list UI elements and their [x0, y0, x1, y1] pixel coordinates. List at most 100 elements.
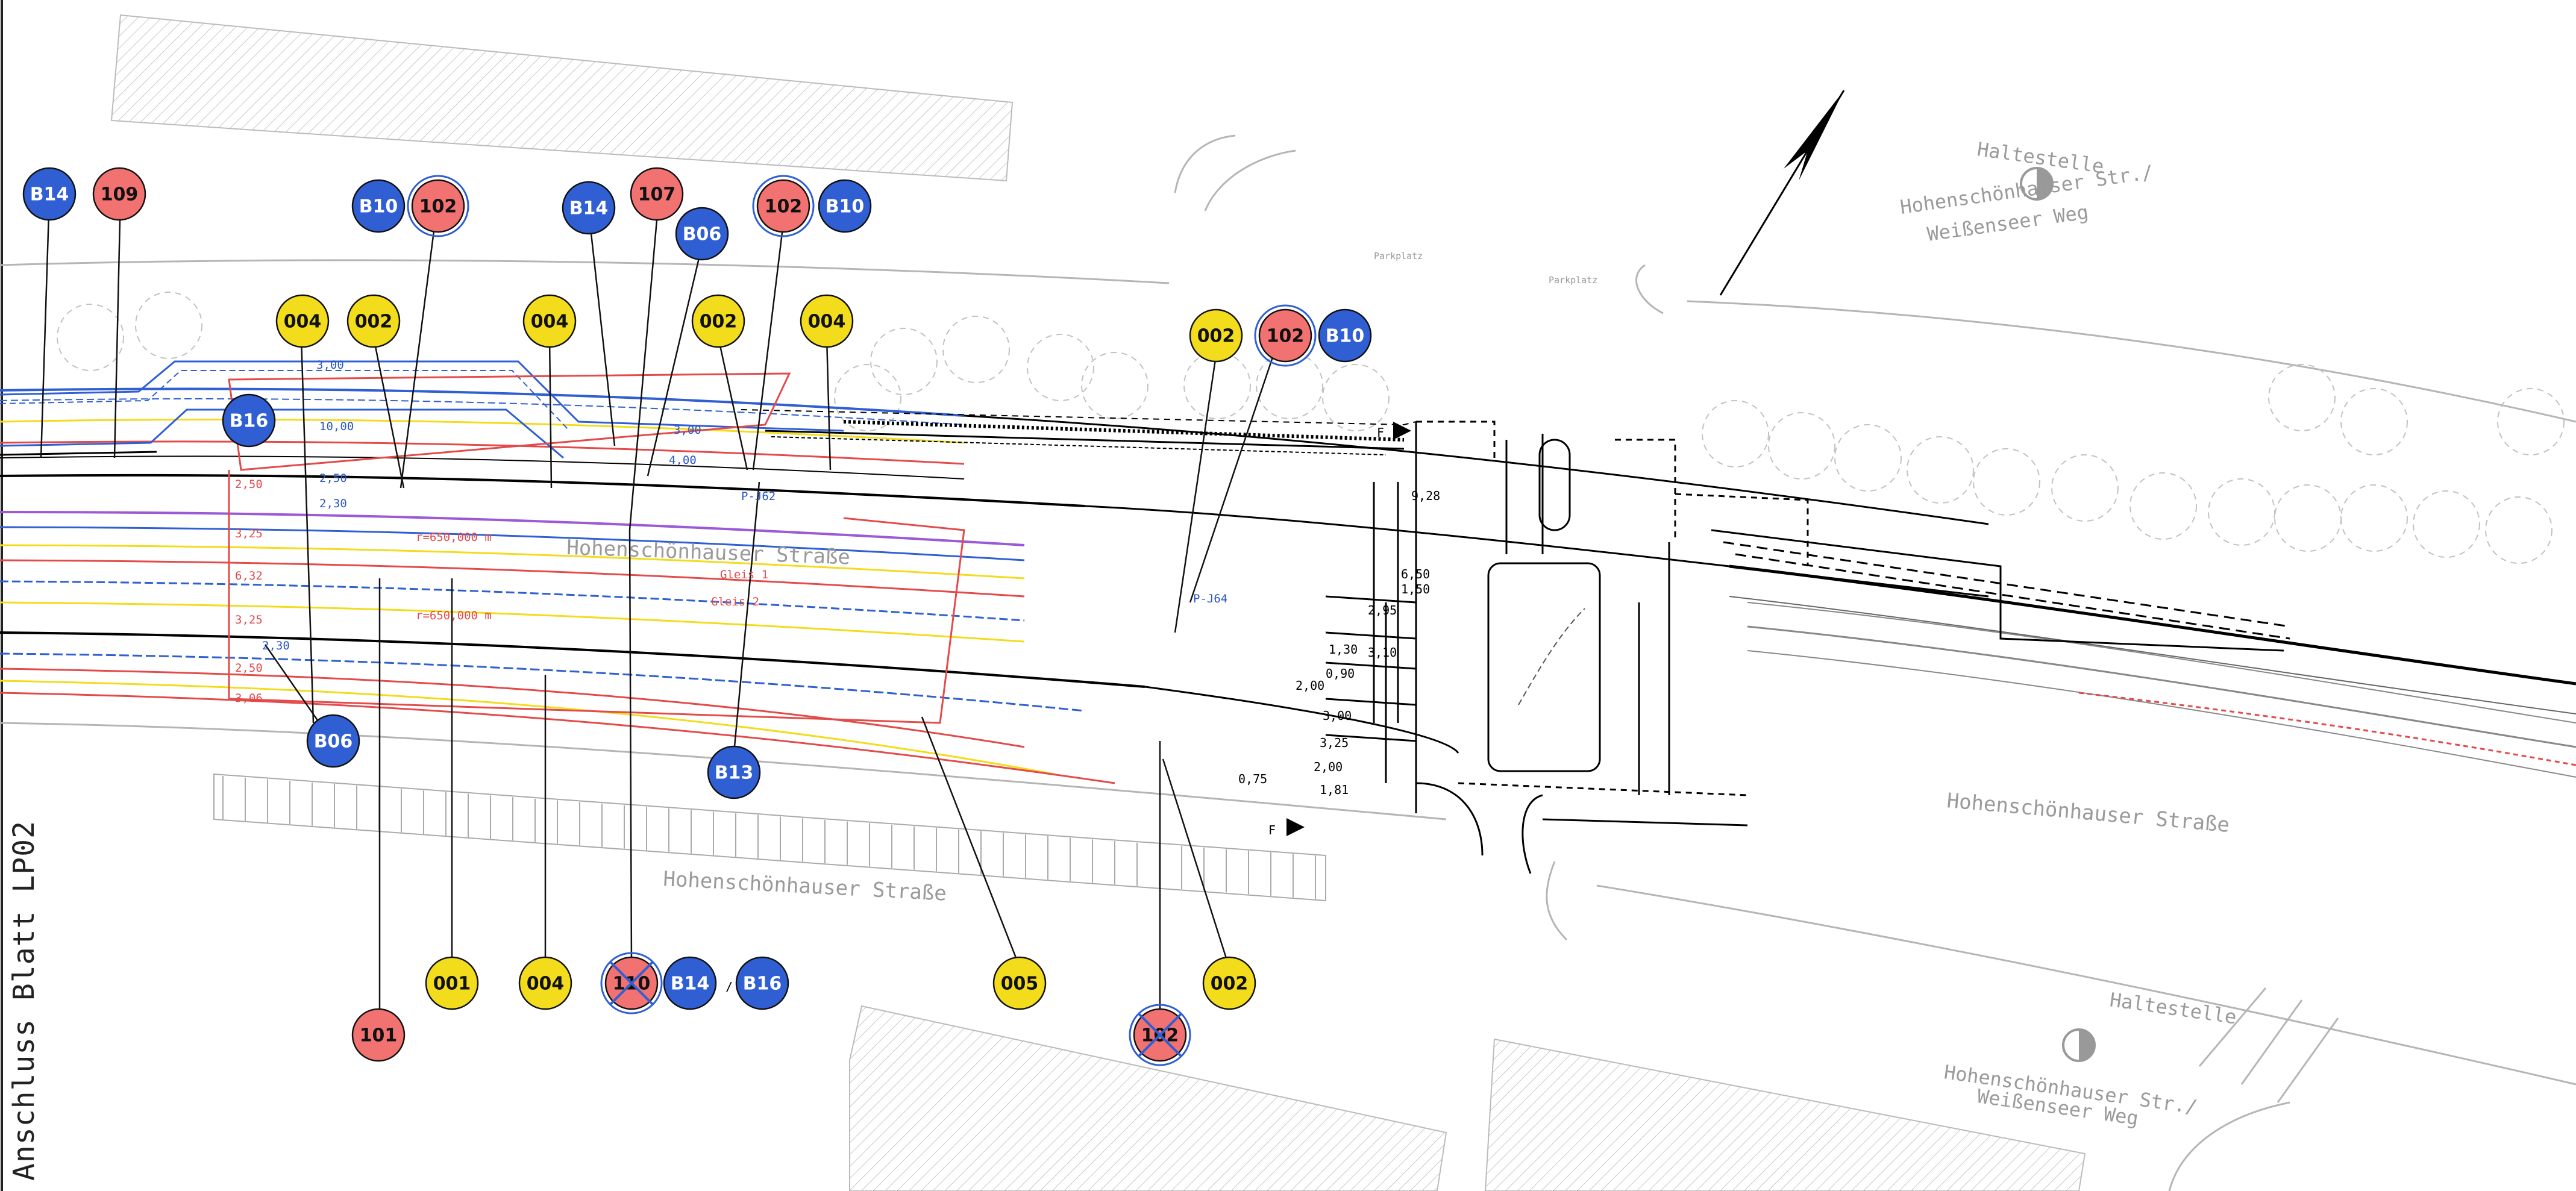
callout-marker-101: 101 — [351, 1008, 406, 1062]
dim-black-4: 1,50 — [1401, 582, 1430, 596]
point-label-1: P-J62 — [741, 490, 776, 503]
dim-black-10: 3,25 — [1320, 736, 1349, 750]
background-buildings — [110, 14, 2086, 1191]
marker-separator: / — [725, 980, 733, 994]
callout-marker-label: 005 — [1001, 974, 1039, 995]
callout-marker-label: B14 — [30, 184, 69, 205]
tree-outline — [57, 304, 124, 371]
callout-marker-004: 004 — [522, 294, 577, 348]
callout-marker-107: 107 — [630, 167, 684, 221]
callout-marker-label: 004 — [808, 311, 846, 333]
building-top-left — [110, 14, 1014, 182]
tree-outline — [1027, 334, 1094, 401]
dim-blue-7: 2,30 — [262, 639, 290, 652]
dim-black-13: 1,81 — [1320, 783, 1349, 797]
dim-blue-3: 2,50 — [319, 472, 347, 485]
street-label-bottom-left: Hohenschönhauser Straße — [663, 867, 947, 906]
callout-marker-label: 102 — [1267, 326, 1305, 347]
callout-marker-b16: B16 — [735, 956, 789, 1010]
dim-blue-5: 3,00 — [674, 424, 701, 437]
tree-outline — [2340, 388, 2408, 455]
callout-marker-102: 102 — [752, 175, 815, 237]
stop-bottom-icon — [2062, 1028, 2096, 1062]
tree-outline — [2413, 490, 2480, 558]
callout-marker-label: 002 — [1211, 974, 1249, 995]
tree-outline — [1834, 424, 1902, 492]
sheet-title: Anschluss Blatt LP02 — [7, 821, 41, 1181]
callout-marker-110-crossed: 110 — [600, 952, 663, 1014]
tree-outline — [1081, 352, 1149, 419]
callout-marker-b10: B10 — [351, 179, 406, 233]
tree-outline — [834, 364, 901, 431]
dim-black-11: 2,00 — [1314, 760, 1343, 774]
stop-top-icon — [2020, 167, 2054, 201]
dim-black-3: 2,95 — [1368, 603, 1397, 617]
tree-outline — [1256, 352, 1323, 419]
callout-marker-label: B10 — [359, 196, 398, 217]
callout-marker-001: 001 — [425, 956, 479, 1010]
stop-top: Haltestelle Hohenschönhauser Str./ Weiße… — [1899, 137, 2155, 246]
callout-marker-label: 102 — [765, 196, 803, 217]
intersection — [1325, 420, 2290, 874]
callout-marker-b14: B14 — [22, 167, 77, 221]
callout-marker-b06: B06 — [306, 714, 360, 768]
tree-outline — [2274, 484, 2342, 552]
dim-red-1: 2,50 — [235, 478, 263, 491]
callout-marker-label: 001 — [433, 974, 471, 995]
callout-marker-102: 102 — [407, 175, 469, 237]
gleis-label-2: Gleis 2 — [711, 595, 759, 608]
point-label-2: P-J64 — [1193, 592, 1227, 605]
callout-marker-label: B14 — [671, 974, 710, 995]
dim-black-2: 6,50 — [1401, 567, 1430, 581]
leader-lines — [40, 193, 1274, 1021]
dim-blue-4: 2,30 — [319, 497, 347, 510]
callout-marker-004: 004 — [518, 956, 572, 1010]
callout-marker-label: 002 — [1197, 326, 1235, 347]
tree-outline — [2497, 388, 2565, 455]
tree-outline — [1322, 364, 1390, 431]
parking-stalls — [213, 773, 1326, 902]
f-marker-bottom: F — [1268, 818, 1305, 837]
radius-label-1: r=650,000 m — [416, 531, 492, 544]
callout-marker-label: B16 — [743, 974, 782, 995]
gleis-label-1: Gleis 1 — [720, 568, 768, 581]
tree-outline — [1907, 436, 1974, 504]
callout-marker-002: 002 — [1189, 308, 1243, 363]
tree-outline — [1768, 412, 1835, 480]
parking-label-1: Parkplatz — [1374, 251, 1423, 261]
callout-marker-b06: B06 — [675, 207, 729, 261]
dim-black-7: 0,90 — [1326, 666, 1355, 681]
f-marker-top: F — [1377, 422, 1411, 440]
callout-marker-b10: B10 — [1318, 308, 1372, 363]
callout-marker-label: 102 — [419, 196, 457, 217]
street-label-bottom-right: Hohenschönhauser Straße — [1946, 789, 2231, 837]
dim-black-8: 2,00 — [1296, 678, 1324, 693]
tree-outline — [135, 292, 202, 359]
street-label-top: Hohenschönhauser Straße — [566, 536, 851, 569]
callout-marker-label: B16 — [230, 411, 269, 432]
radius-label-2: r=650,000 m — [416, 609, 492, 622]
platform-structure — [0, 360, 1417, 724]
road-edges — [0, 134, 2576, 1191]
callout-marker-102: 102 — [1254, 304, 1317, 367]
callout-marker-label: 004 — [284, 311, 322, 333]
callout-marker-102-crossed: 102 — [1129, 1004, 1191, 1066]
callout-marker-109: 109 — [92, 167, 146, 221]
callout-marker-b10: B10 — [818, 179, 872, 233]
tree-outline — [1183, 352, 1251, 419]
dim-black-5: 3,10 — [1368, 645, 1397, 660]
callout-marker-label: 109 — [101, 184, 139, 205]
tree-outline — [2485, 496, 2552, 564]
svg-text:F: F — [1268, 823, 1276, 837]
callout-marker-002: 002 — [346, 294, 401, 348]
building-bottom-mid — [849, 1005, 1447, 1191]
callout-marker-label: B13 — [715, 763, 754, 784]
north-arrow — [1719, 90, 1845, 296]
dim-blue-1: 3,00 — [316, 358, 344, 372]
dim-black-12: 0,75 — [1238, 772, 1267, 786]
dim-red-2: 3,25 — [235, 527, 263, 540]
dim-red-4: 3,25 — [235, 613, 263, 627]
svg-text:F: F — [1377, 425, 1384, 440]
dimension-labels: 3,00 10,00 2,50 2,30 3,00 4,00 2,30 2,50… — [235, 358, 1440, 797]
